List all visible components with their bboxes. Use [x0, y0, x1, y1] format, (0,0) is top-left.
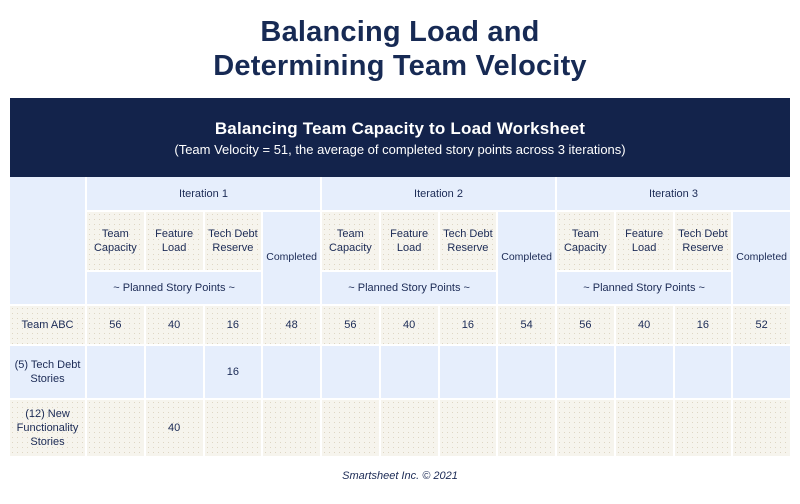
row-label-new-functionality-stories: (12) New Functionality Stories: [10, 400, 85, 457]
table-cell: 40: [145, 306, 203, 345]
table-cell: 48: [263, 306, 320, 345]
col-header-completed: Completed: [733, 212, 790, 305]
page-title-line2: Determining Team Velocity: [213, 49, 587, 82]
worksheet-title: Balancing Team Capacity to Load Workshee…: [214, 118, 586, 138]
table-cell: [674, 400, 732, 457]
table-cell: 52: [733, 306, 790, 345]
table-cell: 40: [145, 400, 203, 457]
col-header-team-capacity: Team Capacity: [557, 212, 614, 271]
page-title-line1: Balancing Load and: [260, 16, 540, 48]
table-cell: 56: [87, 306, 144, 345]
col-header-tech-debt-reserve: Tech Debt Reserve: [204, 212, 262, 271]
col-header-feature-load: Feature Load: [615, 212, 673, 271]
table-cell: [557, 346, 614, 399]
iteration-1-header: Iteration 1: [87, 177, 320, 211]
table-cell: [380, 346, 438, 399]
col-header-team-capacity: Team Capacity: [322, 212, 379, 271]
col-header-tech-debt-reserve: Tech Debt Reserve: [674, 212, 732, 271]
table-cell: [615, 400, 673, 457]
iteration-3-header: Iteration 3: [557, 177, 790, 211]
row-label-tech-debt-stories: (5) Tech Debt Stories: [10, 346, 85, 399]
table-cell: 16: [204, 346, 262, 399]
capacity-table: Iteration 1 Iteration 2 Iteration 3 Team…: [10, 177, 790, 457]
table-cell: [204, 400, 262, 457]
table-cell: [439, 346, 497, 399]
planned-story-points-label: ~ Planned Story Points ~: [322, 272, 497, 305]
worksheet: Balancing Team Capacity to Load Workshee…: [10, 98, 790, 457]
table-cell: [615, 346, 673, 399]
worksheet-header: Balancing Team Capacity to Load Workshee…: [10, 98, 790, 178]
table-cell: [674, 346, 732, 399]
corner-cell: [10, 177, 85, 305]
table-cell: 56: [557, 306, 614, 345]
table-cell: [439, 400, 497, 457]
page-title: Balancing Load and Determining Team Velo…: [0, 0, 800, 83]
table-cell: 16: [674, 306, 732, 345]
footer-credit: Smartsheet Inc. © 2021: [342, 470, 458, 483]
table-cell: [733, 346, 790, 399]
table-cell: [145, 346, 203, 399]
table-cell: [733, 400, 790, 457]
col-header-feature-load: Feature Load: [380, 212, 438, 271]
table-cell: [322, 400, 379, 457]
planned-story-points-label: ~ Planned Story Points ~: [557, 272, 732, 305]
table-cell: 40: [380, 306, 438, 345]
table-cell: [87, 400, 144, 457]
table-cell: [498, 346, 555, 399]
worksheet-subtitle: (Team Velocity = 51, the average of comp…: [174, 141, 626, 157]
table-cell: 54: [498, 306, 555, 345]
planned-story-points-label: ~ Planned Story Points ~: [87, 272, 262, 305]
table-cell: [263, 346, 320, 399]
table-cell: [87, 346, 144, 399]
table-cell: [322, 346, 379, 399]
row-label-team-abc: Team ABC: [10, 306, 85, 345]
col-header-tech-debt-reserve: Tech Debt Reserve: [439, 212, 497, 271]
col-header-completed: Completed: [263, 212, 320, 305]
table-cell: 16: [439, 306, 497, 345]
table-cell: [263, 400, 320, 457]
table-cell: [557, 400, 614, 457]
col-header-completed: Completed: [498, 212, 555, 305]
col-header-feature-load: Feature Load: [145, 212, 203, 271]
table-cell: 40: [615, 306, 673, 345]
table-cell: [498, 400, 555, 457]
iteration-2-header: Iteration 2: [322, 177, 555, 211]
col-header-team-capacity: Team Capacity: [87, 212, 144, 271]
table-cell: 16: [204, 306, 262, 345]
table-cell: 56: [322, 306, 379, 345]
table-cell: [380, 400, 438, 457]
